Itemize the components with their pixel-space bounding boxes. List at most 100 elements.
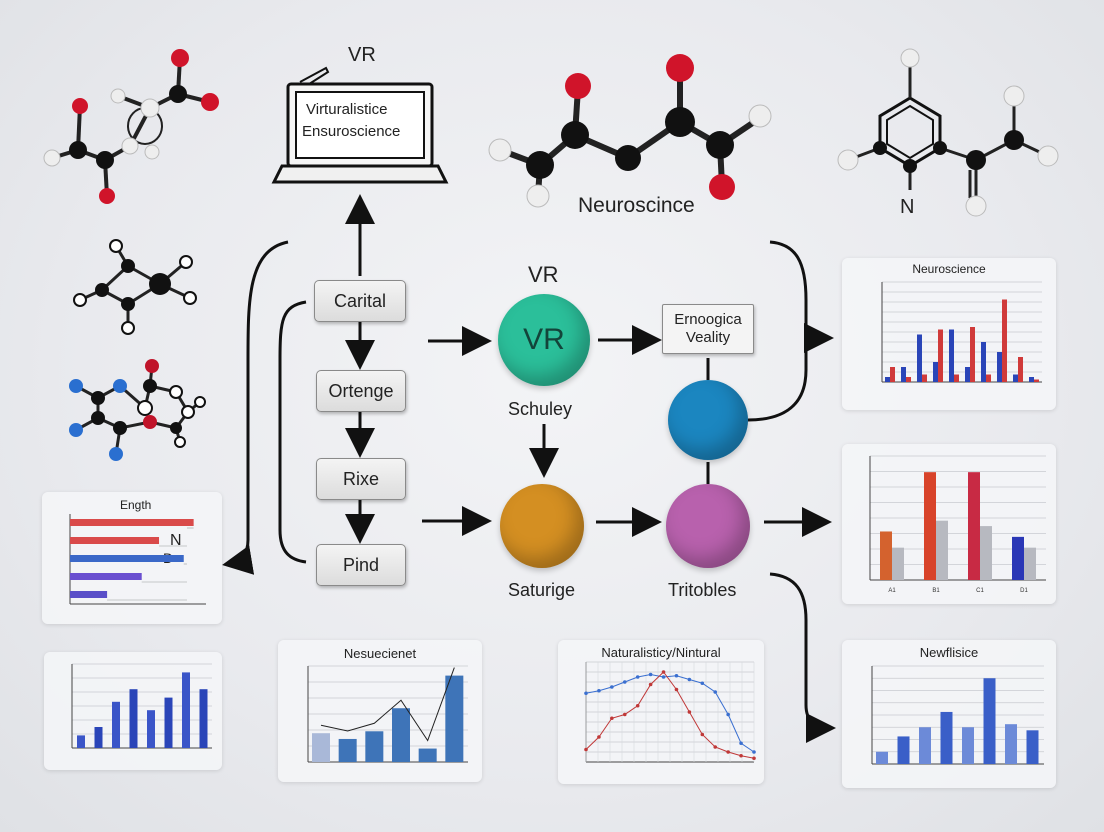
data-point — [674, 673, 679, 678]
series-line — [585, 673, 755, 753]
panel-left-title: Ength — [120, 498, 152, 512]
ernoogica-line1: Ernoogica — [674, 311, 742, 328]
schuley-label: Schuley — [508, 399, 573, 419]
panel-bottom-center-left: Nesuecienet — [278, 640, 482, 782]
laptop-caption: VR — [348, 44, 376, 66]
panel-bottom-left — [44, 652, 222, 770]
blue-node[interactable] — [668, 380, 748, 460]
bar — [1034, 379, 1039, 382]
data-point — [700, 681, 705, 686]
bar — [1013, 374, 1018, 382]
bar — [897, 736, 910, 764]
bar — [312, 733, 330, 762]
tritobles-node[interactable] — [666, 484, 750, 568]
data-point — [597, 735, 601, 739]
bar — [1026, 730, 1039, 764]
bar — [892, 547, 904, 580]
bar — [940, 711, 953, 764]
arrow-left-loop — [222, 240, 289, 575]
tick-label: D1 — [1020, 588, 1028, 594]
data-point — [687, 677, 692, 682]
bar — [936, 520, 948, 580]
flow-box-carital[interactable]: Carital — [314, 280, 406, 322]
bar — [981, 342, 986, 382]
data-point — [622, 712, 627, 717]
bar — [901, 367, 906, 382]
panel-top-right: Neuroscience — [842, 258, 1056, 410]
nitrogen-label: N — [900, 196, 915, 218]
bar — [997, 352, 1002, 382]
bar — [983, 678, 996, 764]
data-point — [674, 687, 679, 692]
flow-box-ortenge[interactable]: Ortenge — [316, 370, 406, 412]
bar — [980, 526, 992, 580]
chart-bottom-left — [71, 663, 212, 749]
bar — [933, 362, 938, 382]
panel-bcl-title: Nesuecienet — [343, 646, 417, 661]
vr-node-label: VR — [523, 323, 565, 356]
data-point — [648, 682, 653, 687]
chart-bottom-center-left — [307, 665, 468, 763]
data-point — [739, 741, 743, 746]
bar — [890, 367, 895, 382]
data-point — [752, 756, 756, 761]
bar — [906, 377, 911, 382]
tick-label: C1 — [976, 588, 984, 594]
bar — [917, 334, 922, 382]
data-point — [597, 688, 601, 693]
bar — [965, 367, 970, 382]
arrow-upper-right — [747, 322, 834, 422]
panel-left-marker-1: N — [170, 532, 182, 549]
bar — [954, 374, 959, 382]
saturige-node[interactable] — [500, 484, 584, 568]
data-point — [635, 675, 640, 679]
saturige-label: Saturige — [508, 580, 576, 600]
bar — [147, 710, 155, 748]
flow-box-rixe[interactable]: Rixe — [316, 458, 406, 500]
panel-bottom-center: Naturalisticy/Nintural — [558, 640, 764, 784]
data-point — [726, 750, 730, 754]
data-point — [648, 672, 653, 677]
vr-node[interactable]: VR — [498, 294, 590, 386]
chart-mid-right: A1 B1 C1 D1 — [869, 455, 1046, 594]
data-point — [739, 753, 743, 758]
bar — [445, 675, 464, 762]
bar — [112, 701, 120, 748]
data-point — [584, 747, 588, 752]
laptop-screen-line1: Virturalistice — [306, 101, 388, 118]
data-point — [635, 703, 640, 708]
bar — [392, 708, 410, 762]
bar — [968, 472, 980, 580]
flow-box-pind[interactable]: Pind — [316, 544, 406, 586]
panel-bottom-right-title: Newflisice — [919, 645, 979, 660]
bar — [182, 672, 190, 748]
bar — [70, 591, 108, 598]
bar — [70, 519, 194, 526]
data-point — [713, 690, 718, 694]
data-point — [584, 691, 588, 696]
bar — [924, 472, 936, 580]
bar — [986, 374, 991, 382]
chart-bottom-center — [584, 661, 756, 763]
data-point — [610, 685, 614, 689]
tick-label: A1 — [888, 588, 896, 594]
bar — [70, 537, 160, 544]
data-point — [661, 675, 666, 679]
bar — [1029, 377, 1034, 382]
bar — [164, 697, 173, 748]
bar — [962, 727, 974, 764]
bar — [938, 329, 943, 382]
bar — [880, 531, 892, 580]
bar — [418, 748, 437, 762]
bar — [949, 329, 954, 382]
tick-label: B1 — [932, 588, 940, 594]
data-point — [713, 745, 718, 749]
bar — [1012, 536, 1024, 580]
bar — [77, 735, 85, 748]
bar — [922, 374, 927, 382]
chart-left-hbar — [69, 514, 206, 605]
ernoogica-line2: Veality — [685, 329, 731, 346]
data-point — [661, 670, 666, 674]
bar — [1002, 299, 1007, 382]
chart-top-right — [881, 281, 1042, 383]
